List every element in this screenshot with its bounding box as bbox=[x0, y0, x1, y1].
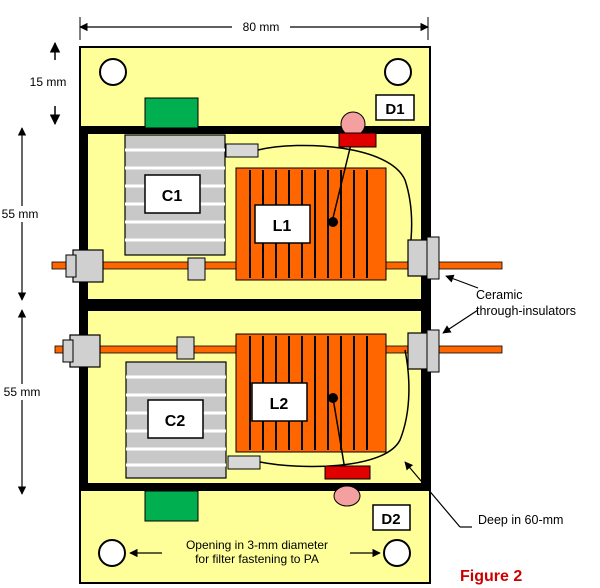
lower-red-block bbox=[324, 465, 371, 480]
upper-bead bbox=[340, 111, 366, 137]
lower-wire-loop bbox=[259, 349, 410, 468]
c2-post bbox=[176, 336, 195, 360]
c2-terminal bbox=[227, 455, 261, 470]
mounting-hole-bottom-right bbox=[383, 539, 411, 567]
l2-label: L2 bbox=[270, 396, 289, 413]
green-block-bottom bbox=[144, 490, 199, 522]
l2-coil bbox=[235, 333, 387, 453]
l1-coil bbox=[235, 167, 387, 281]
lower-left-insulator-inner bbox=[62, 339, 74, 363]
deep-label: Deep in 60-mm bbox=[478, 513, 563, 527]
upper-right-insulator-inner bbox=[426, 236, 440, 280]
upper-left-insulator bbox=[72, 249, 104, 283]
c1-label: C1 bbox=[162, 188, 183, 205]
width-dimension-label: 80 mm bbox=[243, 20, 280, 34]
lower-right-insulator-inner bbox=[426, 329, 440, 373]
upper-tap-wire bbox=[331, 139, 353, 223]
lower-tap-wire bbox=[332, 397, 346, 471]
c2-label: C2 bbox=[165, 413, 186, 430]
opening-label-line2: for filter fastening to PA bbox=[195, 552, 319, 566]
upper-wire-loop bbox=[257, 144, 413, 263]
mounting-hole-top-right bbox=[384, 58, 412, 86]
lower-section-label: 55 mm bbox=[4, 385, 41, 399]
insulators-label-line1: Ceramic bbox=[476, 288, 523, 302]
c1-capacitor bbox=[124, 134, 226, 256]
insulators-label-line2: through-insulators bbox=[476, 304, 576, 318]
d2-label: D2 bbox=[381, 511, 400, 528]
c1-post bbox=[187, 257, 206, 281]
mounting-hole-top-left bbox=[99, 58, 127, 86]
deep-pointer bbox=[404, 461, 461, 528]
insulator-pointer-lower bbox=[442, 309, 479, 334]
lower-compartment bbox=[80, 303, 429, 491]
upper-tap-point bbox=[328, 217, 338, 227]
d1-box bbox=[375, 94, 415, 121]
figure-label: Figure 2 bbox=[460, 568, 522, 585]
insulator-pointer-upper bbox=[445, 274, 479, 289]
top-margin-label: 15 mm bbox=[30, 75, 67, 89]
d1-label: D1 bbox=[385, 101, 404, 118]
lower-bead bbox=[333, 485, 361, 507]
upper-red-block bbox=[338, 132, 377, 148]
d2-box bbox=[372, 504, 411, 531]
green-block-top bbox=[144, 97, 199, 129]
mounting-hole-bottom-left bbox=[98, 539, 126, 567]
upper-section-label: 55 mm bbox=[2, 207, 39, 221]
opening-label-line1: Opening in 3-mm diameter bbox=[186, 538, 328, 552]
l1-label: L1 bbox=[273, 218, 292, 235]
upper-left-insulator-inner bbox=[65, 254, 77, 278]
lower-left-insulator bbox=[69, 334, 101, 368]
c1-terminal bbox=[225, 143, 259, 158]
c2-capacitor bbox=[125, 361, 227, 479]
lower-tap-point bbox=[328, 393, 338, 403]
